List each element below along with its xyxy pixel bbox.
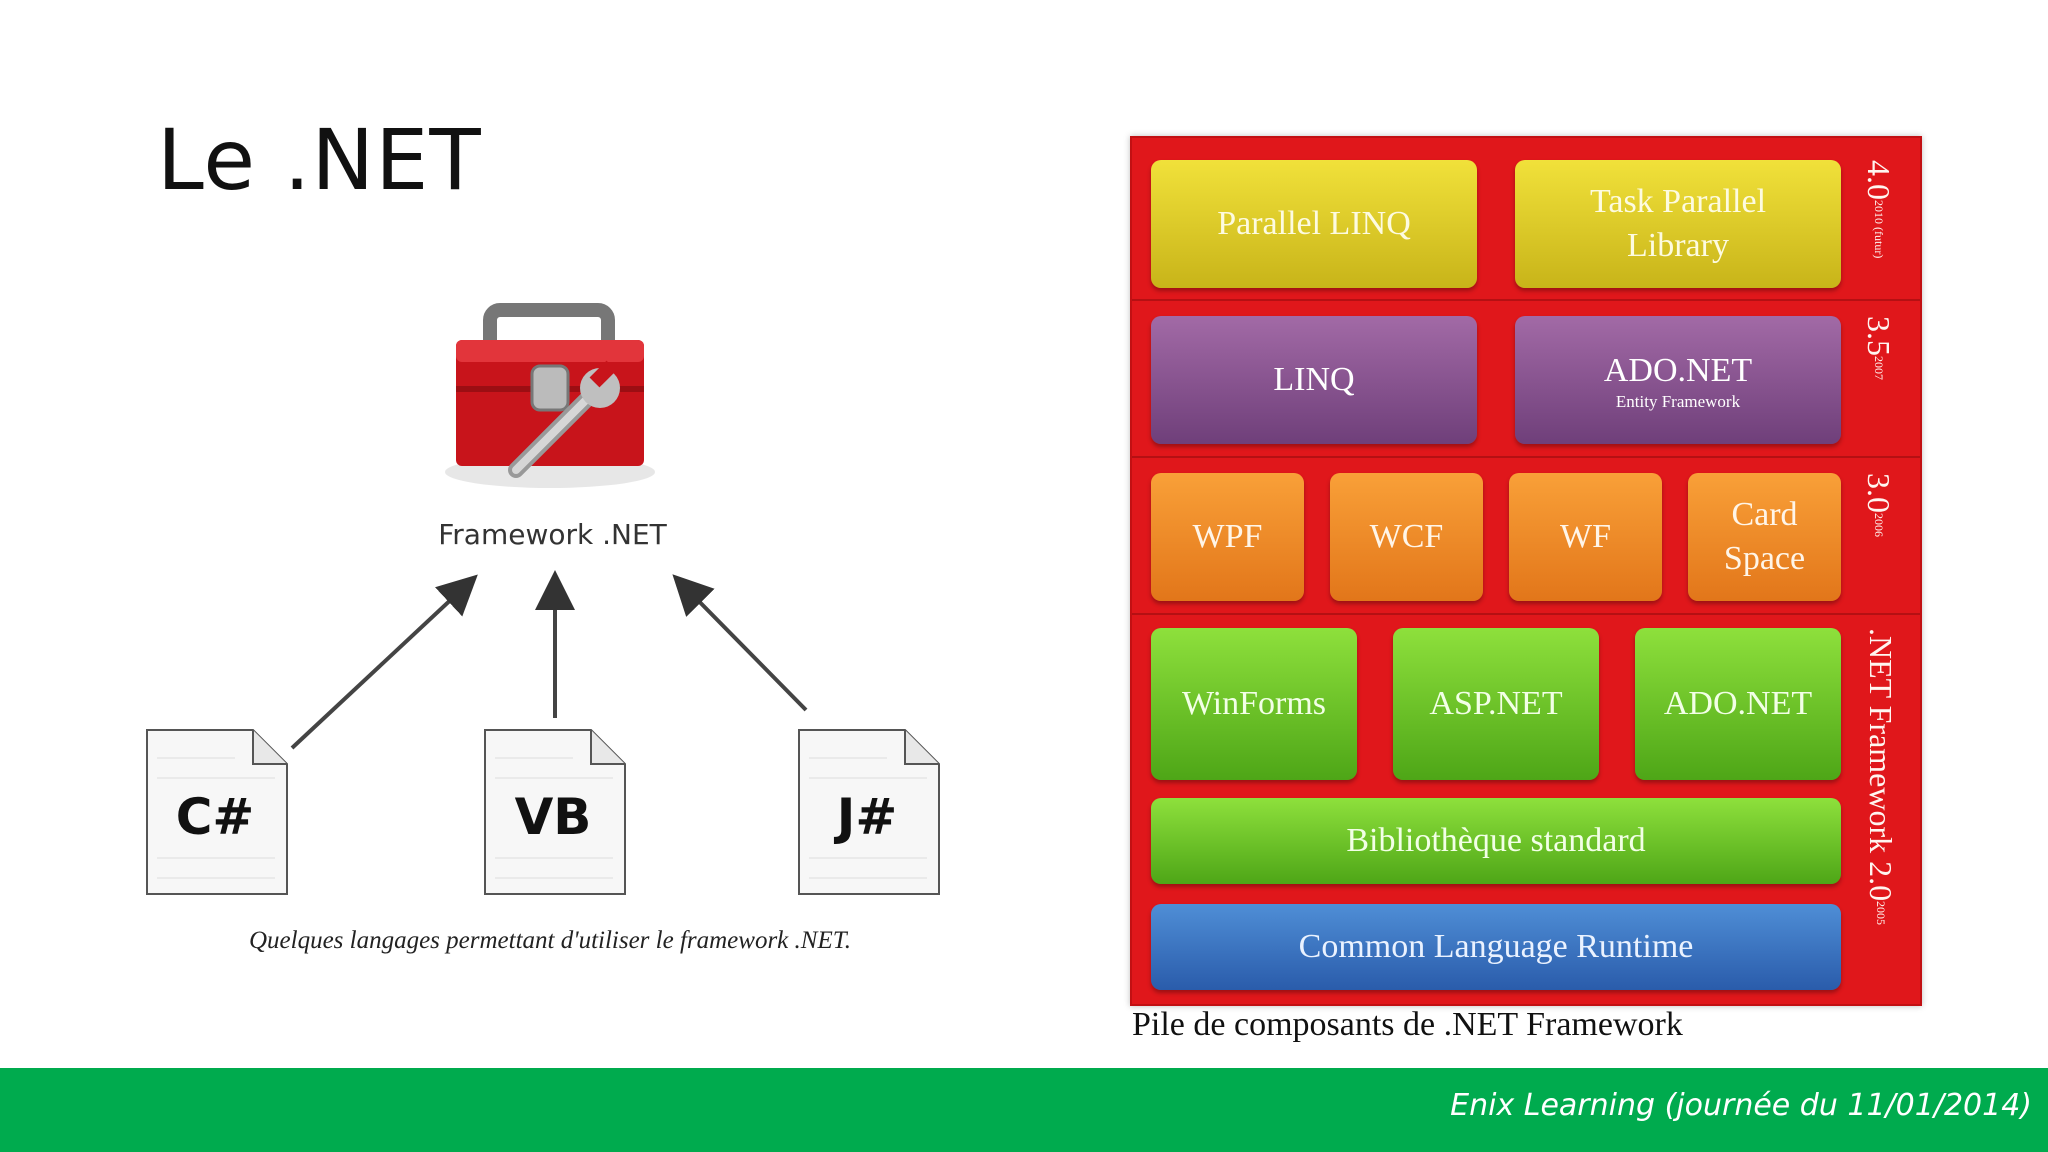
block-label: Common Language Runtime	[1298, 927, 1694, 965]
layer-divider	[1132, 456, 1920, 458]
block-label-line1: Task Parallel	[1589, 182, 1767, 220]
block-asp-net: ASP.NET	[1393, 628, 1599, 780]
block-label: Bibliothèque standard	[1346, 821, 1646, 859]
block-label: WCF	[1369, 517, 1444, 555]
block-ado-net-entity: ADO.NET Entity Framework	[1515, 316, 1841, 444]
toolbox-wrench-icon	[440, 292, 660, 512]
block-label-line2: Library	[1627, 227, 1729, 264]
language-label-vb: VB	[514, 788, 592, 846]
language-label-csharp: C#	[175, 788, 255, 846]
block-label: Parallel LINQ	[1217, 204, 1411, 242]
block-label: ADO.NET	[1663, 684, 1813, 722]
block-task-parallel-library: Task Parallel Library	[1515, 160, 1841, 288]
block-linq: LINQ	[1151, 316, 1477, 444]
languages-caption: Quelques langages permettant d'utiliser …	[248, 927, 852, 954]
block-wpf: WPF	[1151, 473, 1304, 601]
block-standard-library: Bibliothèque standard	[1151, 798, 1841, 884]
block-wcf: WCF	[1330, 473, 1483, 601]
version-label-3-5: 3.5 2007	[1861, 316, 1897, 380]
block-sublabel: Entity Framework	[1615, 391, 1741, 411]
stack-caption: Pile de composants de .NET Framework	[1132, 1006, 1683, 1043]
layer-divider	[1132, 299, 1920, 301]
block-winforms: WinForms	[1151, 628, 1357, 780]
block-label: LINQ	[1273, 360, 1355, 398]
block-clr: Common Language Runtime	[1151, 904, 1841, 990]
framework-label: Framework .NET	[438, 518, 667, 551]
block-parallel-linq: Parallel LINQ	[1151, 160, 1477, 288]
version-label-2-0: .NET Framework 2.0 2005	[1863, 628, 1899, 926]
language-label-jsharp: J#	[836, 788, 898, 846]
file-icon-vb: VB	[483, 728, 628, 898]
block-label-line2: Space	[1723, 540, 1806, 577]
arrow-csharp	[290, 574, 478, 750]
block-label: WinForms	[1181, 684, 1327, 722]
block-wf: WF	[1509, 473, 1662, 601]
file-icon-jsharp: J#	[797, 728, 942, 898]
block-label: WF	[1560, 517, 1611, 555]
block-ado-net: ADO.NET	[1635, 628, 1841, 780]
footer-bar: Enix Learning (journée du 11/01/2014)	[0, 1068, 2048, 1152]
slide-title: Le .NET	[157, 111, 482, 209]
arrow-jsharp	[672, 574, 808, 712]
block-label: ASP.NET	[1429, 684, 1563, 722]
layer-divider	[1132, 613, 1920, 615]
version-label-3-0: 3.0 2006	[1861, 473, 1897, 537]
block-cardspace: Card Space	[1688, 473, 1841, 601]
framework-stack: Parallel LINQ Task Parallel Library 4.0 …	[1130, 136, 1922, 1006]
file-icon-csharp: C#	[145, 728, 290, 898]
block-label: ADO.NET	[1603, 351, 1753, 389]
block-label: WPF	[1192, 517, 1263, 555]
block-label-line1: Card	[1731, 495, 1798, 533]
version-label-4-0: 4.0 2010 (futur)	[1861, 160, 1897, 259]
footer-text: Enix Learning (journée du 11/01/2014)	[1450, 1088, 2032, 1123]
